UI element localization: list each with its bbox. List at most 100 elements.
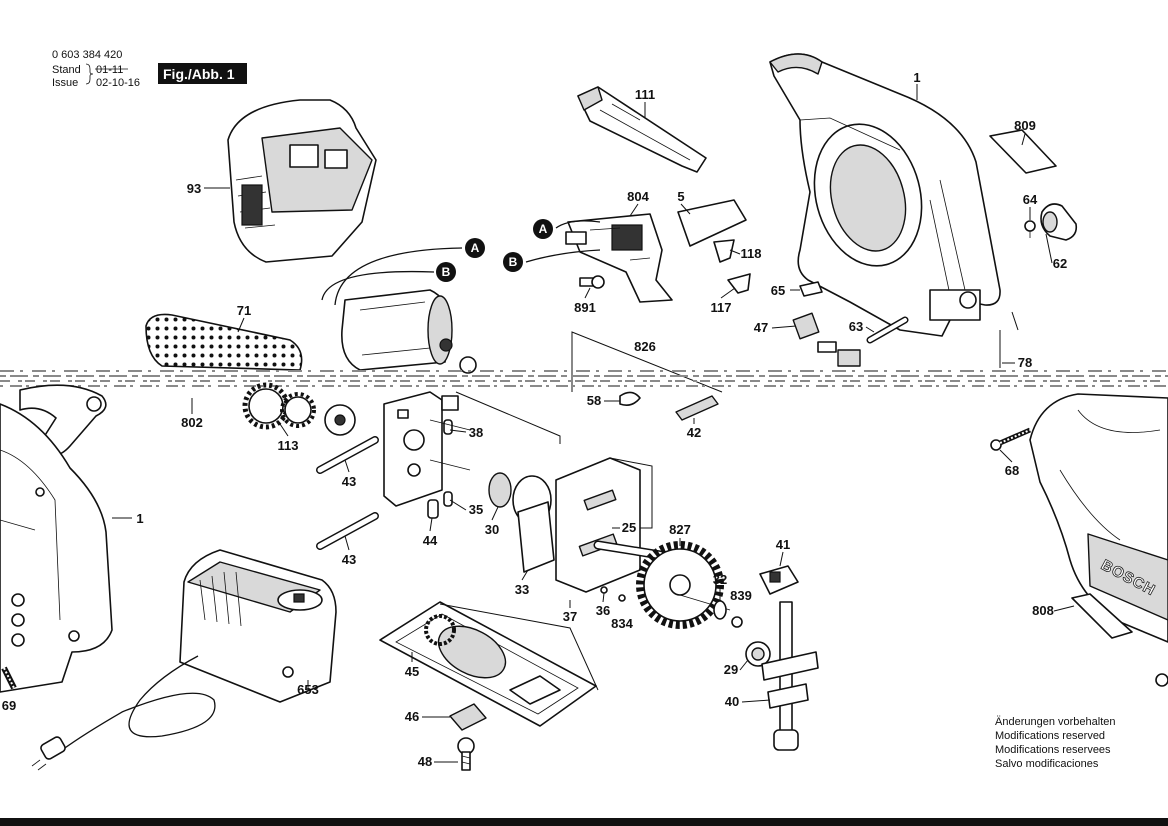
stand-value: 01-11 — [96, 64, 123, 76]
callout-653: 653 — [297, 682, 319, 697]
right-housing-drawing: BOSCH — [1029, 393, 1168, 643]
motor-drawing — [341, 289, 477, 374]
screw-48-drawing — [457, 737, 475, 771]
roller-29-drawing — [745, 641, 771, 667]
callout-69: 69 — [2, 698, 16, 713]
leader-lines — [112, 84, 1075, 763]
part-65-drawing — [799, 281, 823, 297]
callout-78: 78 — [1018, 355, 1032, 370]
bevel-gear-113-drawing — [242, 382, 356, 436]
connector-b-left-label: B — [442, 265, 451, 279]
bracket-38-drawing — [455, 391, 561, 444]
clip-834-drawing — [618, 594, 626, 602]
clip-42-drawing — [675, 395, 719, 421]
washer-30-drawing — [488, 472, 512, 508]
figure-label: Fig./Abb. 1 — [163, 66, 235, 82]
pad-47-drawing — [792, 312, 820, 340]
charger-653-drawing — [179, 549, 337, 703]
charger-cord-drawing — [61, 655, 216, 751]
scan-noise-band — [0, 370, 1168, 387]
callout-62: 62 — [1053, 256, 1067, 271]
pin-43-lower-drawing — [316, 512, 379, 550]
connector-a-right: A — [533, 219, 553, 239]
callout-36: 36 — [596, 603, 610, 618]
callout-65: 65 — [771, 283, 785, 298]
callout-47: 47 — [754, 320, 768, 335]
switch-wire-b — [525, 249, 601, 263]
notice-english: Modifications reserved — [995, 730, 1105, 742]
notice-spanish: Salvo modificaciones — [995, 758, 1099, 770]
gear-827-drawing — [636, 541, 731, 629]
pin-36-drawing — [600, 586, 608, 594]
label-plate-809-drawing — [989, 129, 1057, 174]
callout-891: 891 — [574, 300, 596, 315]
connector-a-right-label: A — [539, 222, 548, 236]
document-part-number: 0 603 384 420 — [52, 49, 122, 61]
connector-b-right-label: B — [509, 255, 518, 269]
callout-826: 826 — [634, 339, 656, 354]
screw-68-drawing — [990, 427, 1031, 451]
screw-891-drawing — [579, 275, 605, 289]
callout-809: 809 — [1014, 118, 1036, 133]
switch-wire-a — [555, 220, 601, 229]
main-housing-drawing — [769, 53, 1001, 337]
callout-46: 46 — [405, 709, 419, 724]
power-plug-drawing — [31, 736, 66, 771]
stand-label: Stand — [52, 64, 81, 76]
callout-29: 29 — [724, 662, 738, 677]
callout-35: 35 — [469, 502, 483, 517]
callout-68: 68 — [1005, 463, 1019, 478]
callout-40: 40 — [725, 694, 739, 709]
callout-38: 38 — [469, 425, 483, 440]
callout-117: 117 — [711, 300, 732, 315]
grip-cover-71-drawing — [145, 313, 303, 371]
washer-32-drawing — [713, 600, 727, 620]
notice-german: Änderungen vorbehalten — [995, 716, 1115, 728]
connector-b-right: B — [503, 252, 523, 272]
pin-43-upper-drawing — [316, 436, 379, 474]
connector-b-left: B — [436, 262, 456, 282]
label-808-drawing — [1071, 593, 1133, 639]
battery-pack-drawing — [227, 99, 377, 263]
part-118-drawing — [713, 239, 735, 263]
handle-cover-drawing — [577, 86, 707, 173]
pin-44-drawing — [427, 499, 439, 519]
issue-value: 02-10-16 — [96, 77, 140, 89]
callout-5: 5 — [677, 189, 684, 204]
block-41-drawing — [759, 565, 799, 595]
callout-44: 44 — [423, 533, 438, 548]
callout-839: 839 — [730, 588, 752, 603]
motor-wire-a — [334, 247, 463, 306]
callout-37: 37 — [563, 609, 577, 624]
spring-58-drawing — [619, 391, 641, 406]
clip-46-drawing — [449, 703, 487, 731]
callout-45: 45 — [405, 664, 419, 679]
callout-802: 802 — [181, 415, 203, 430]
callout-808: 808 — [1032, 603, 1054, 618]
issue-label: Issue — [52, 77, 78, 89]
callout-33: 33 — [515, 582, 529, 597]
cap-62-drawing — [1040, 203, 1078, 241]
callout-64: 64 — [1023, 192, 1038, 207]
callout-48: 48 — [418, 754, 432, 769]
cover-802-clip — [86, 396, 102, 412]
callout-111: 111 — [635, 87, 655, 102]
callout-804: 804 — [627, 189, 649, 204]
connector-a-left: A — [465, 238, 485, 258]
callout-43-lower: 43 — [342, 552, 356, 567]
stand-brace-icon — [85, 63, 94, 85]
callout-834: 834 — [611, 616, 633, 631]
part-near-826-drawing — [817, 341, 837, 353]
part-5-drawing — [677, 199, 747, 247]
bracket-25-drawing — [609, 457, 653, 529]
part-38-clip — [441, 395, 459, 411]
screw-69-drawing — [1, 666, 17, 690]
part-block-drawing — [837, 349, 861, 367]
connector-a-left-label: A — [471, 241, 480, 255]
cover-802-drawing — [19, 384, 107, 456]
modifications-notice: Änderungen vorbehalten Modifications res… — [995, 716, 1115, 770]
callout-58: 58 — [587, 393, 601, 408]
lifting-rod-40-drawing — [761, 601, 819, 751]
bottom-scan-edge — [0, 818, 1168, 826]
